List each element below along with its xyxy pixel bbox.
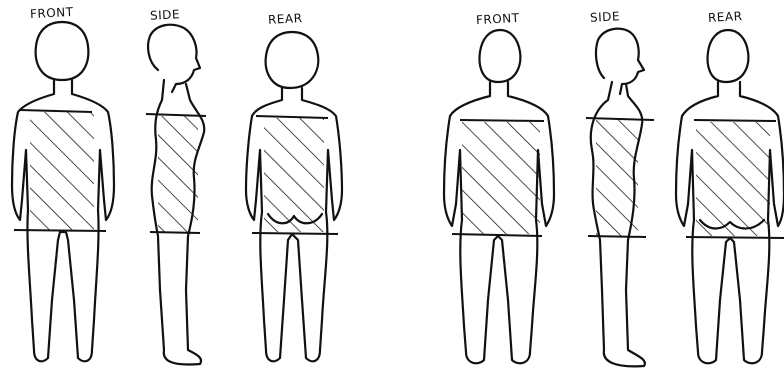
female-side-bust-line [146,114,206,116]
male-front-hip-line [452,234,542,236]
male-side-hip-line [588,236,646,237]
male-rear-hip-line [686,237,784,238]
female-rear-bust-line [256,116,328,118]
female-rear-hatch-area [264,118,324,232]
female-front-hatch-area [30,112,94,230]
male-front-chest-line [460,120,544,121]
male-rear-hatch-area [696,122,770,236]
female-side-figure [146,25,206,365]
male-rear-figure [676,30,784,363]
female-rear-figure [246,32,342,361]
male-side-chest-line [586,118,654,120]
female-rear-head [266,32,319,88]
female-side-hip-line [150,232,200,233]
female-front-head [36,22,89,80]
male-front-hatch-area [462,122,540,234]
female-side-hatch-area [158,116,198,232]
male-rear-chest-line [694,120,776,121]
female-front-hip-line [14,230,106,231]
male-side-hatch-area [596,120,638,236]
male-side-figure [586,29,654,367]
male-front-figure [444,30,554,363]
male-front-head [480,30,521,82]
female-side-head [148,25,200,92]
female-front-bust-line [20,110,92,112]
male-rear-head [708,30,749,82]
male-side-head [596,29,644,94]
female-front-figure [12,22,114,361]
female-rear-hip-line [252,233,338,234]
